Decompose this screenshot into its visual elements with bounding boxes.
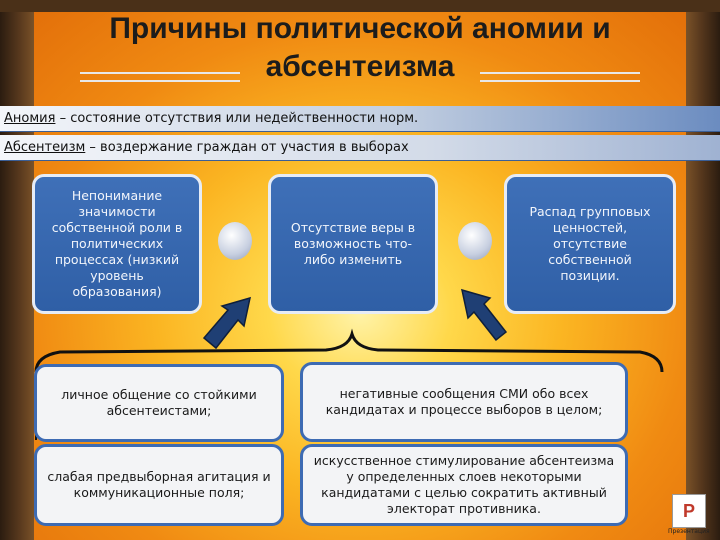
title-decoration-left: [80, 72, 240, 74]
factor-box-3: слабая предвыборная агитация и коммуника…: [34, 444, 284, 526]
cause-box-text: Распад групповых ценностей, отсутствие с…: [529, 204, 651, 283]
title-decoration-left-2: [80, 80, 240, 82]
definition-text: – воздержание граждан от участия в выбор…: [85, 140, 409, 155]
connector-circle-left: [218, 222, 252, 260]
factor-box-1: личное общение со стойкими абсентеистами…: [34, 364, 284, 442]
definition-anomie: Аномия – состояние отсутствия или недейс…: [0, 106, 720, 132]
frame-top: [0, 0, 720, 12]
frame-left: [0, 0, 34, 540]
cause-box-1: Непонимание значимости собственной роли …: [32, 174, 202, 314]
cause-box-text: Отсутствие веры в возможность что-либо и…: [290, 220, 416, 267]
definition-absenteeism: Абсентеизм – воздержание граждан от учас…: [0, 135, 720, 161]
curly-brace: [34, 328, 664, 373]
connector-circle-right: [458, 222, 492, 260]
slide-title: Причины политической аномии и абсентеизм…: [40, 10, 680, 86]
definition-term: Абсентеизм: [4, 140, 86, 155]
powerpoint-icon-caption: Презентация: [668, 528, 710, 535]
factor-box-text: слабая предвыборная агитация и коммуника…: [47, 469, 271, 500]
title-line-1: Причины политической аномии и: [109, 12, 611, 45]
arrow-up-left-icon: [461, 288, 508, 342]
cause-box-2: Отсутствие веры в возможность что-либо и…: [268, 174, 438, 314]
factor-box-text: негативные сообщения СМИ обо всех кандид…: [325, 386, 603, 417]
arrow-up-right-icon: [202, 296, 251, 350]
factor-box-4: искусственное стимулирование абсентеизма…: [300, 444, 628, 526]
powerpoint-icon[interactable]: P: [672, 494, 706, 528]
title-decoration-right-2: [480, 80, 640, 82]
cause-box-3: Распад групповых ценностей, отсутствие с…: [504, 174, 676, 314]
title-decoration-right: [480, 72, 640, 74]
title-line-2: абсентеизма: [265, 50, 455, 83]
powerpoint-icon-glyph: P: [682, 500, 695, 521]
factor-box-2: негативные сообщения СМИ обо всех кандид…: [300, 362, 628, 442]
frame-right: [686, 0, 720, 540]
factor-box-text: искусственное стимулирование абсентеизма…: [313, 453, 615, 516]
definition-text: – состояние отсутствия или недейственнос…: [55, 111, 419, 126]
factor-box-text: личное общение со стойкими абсентеистами…: [61, 387, 257, 418]
definition-term: Аномия: [4, 111, 56, 126]
cause-box-text: Непонимание значимости собственной роли …: [51, 188, 183, 299]
